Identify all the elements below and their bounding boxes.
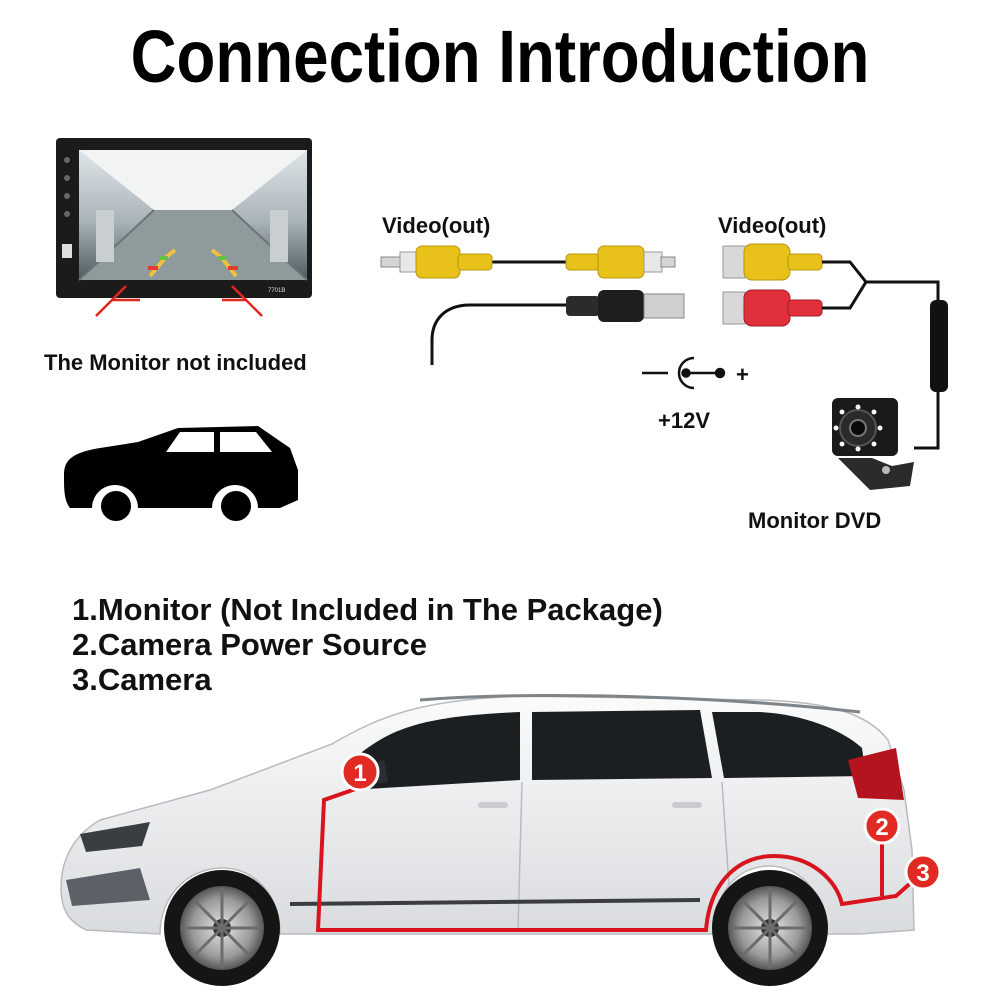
svg-text:1: 1: [353, 760, 366, 787]
camera-icon: [832, 398, 914, 490]
rca-cable-left: [380, 245, 676, 279]
marker-2: 2: [863, 807, 901, 845]
monitor-icon: [56, 138, 312, 298]
cable-route: [315, 784, 916, 932]
page-title: Connection Introduction: [130, 15, 870, 98]
video-out-label-right: Video(out): [718, 213, 827, 238]
rca-cable-right: [722, 243, 948, 450]
monitor-model-label: 7701B: [268, 288, 285, 294]
power-voltage-label: +12V: [658, 408, 710, 433]
power-plus-sign: +: [736, 362, 749, 387]
minivan-illustration: [60, 694, 915, 986]
dc-power-symbol-icon: [642, 356, 726, 390]
monitor-caption: The Monitor not included: [44, 350, 307, 375]
camera-caption: Monitor DVD: [748, 508, 882, 533]
video-out-label-left: Video(out): [382, 213, 491, 238]
svg-text:2: 2: [875, 814, 888, 841]
legend-item-1: 1.Monitor (Not Included in The Package): [72, 592, 663, 627]
svg-text:3: 3: [916, 860, 929, 887]
legend-item-2: 2.Camera Power Source: [72, 627, 427, 662]
legend-item-3: 3.Camera: [72, 662, 212, 697]
mount-arrows: [95, 285, 263, 317]
dc-power-cable: [430, 290, 685, 365]
legend-list: 1.Monitor (Not Included in The Package) …: [72, 592, 663, 697]
marker-3: 3: [904, 853, 942, 891]
marker-1: 1: [340, 752, 380, 792]
